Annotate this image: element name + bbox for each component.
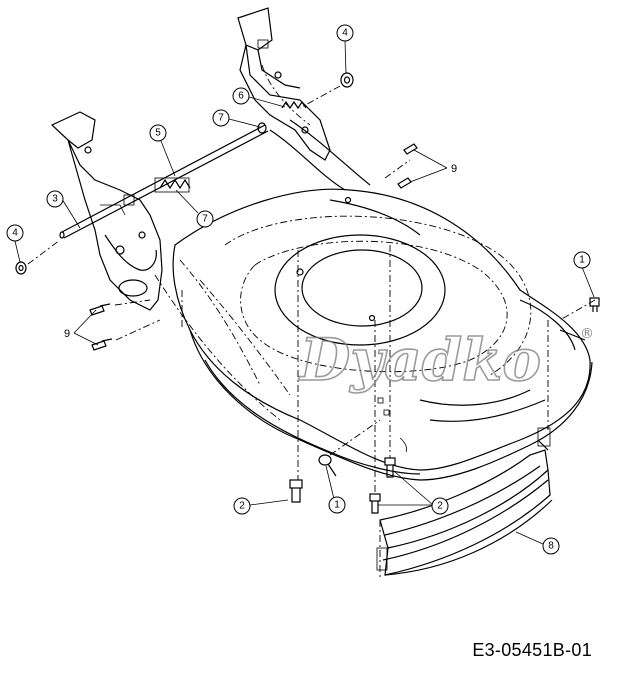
watermark: Dyadko ® [297, 325, 594, 395]
callout-5: 5 [149, 124, 167, 142]
callout-label: 7 [218, 113, 224, 124]
callout-7-bottom: 7 [196, 210, 214, 228]
callout-label: 5 [155, 128, 161, 139]
leader-lines [14, 40, 595, 545]
right-handle-bracket [237, 7, 331, 161]
screw-1-right [589, 297, 600, 312]
callout-2-right: 2 [431, 497, 449, 515]
screw-1-bottom [318, 454, 337, 477]
label-9-right: 9 [451, 163, 457, 175]
washer-4-right [340, 72, 354, 88]
callout-label: 8 [548, 541, 554, 552]
callout-label: 4 [342, 28, 348, 39]
alignment-lines [27, 85, 596, 578]
left-wheel-bracket [50, 111, 269, 311]
callout-label: 3 [52, 194, 58, 205]
callout-label: 6 [238, 91, 244, 102]
rear-deflector [376, 427, 553, 576]
callout-3: 3 [46, 190, 64, 208]
callout-label: 2 [437, 501, 443, 512]
callout-1-bottom: 1 [328, 496, 346, 514]
callout-2-left: 2 [233, 497, 251, 515]
callout-7-top: 7 [212, 109, 230, 127]
callout-1-right: 1 [573, 251, 591, 269]
callout-label: 2 [239, 501, 245, 512]
screws-9-left [89, 303, 113, 351]
washer-4-left [15, 261, 27, 275]
callout-label: 4 [12, 228, 18, 239]
callout-label: 1 [579, 255, 585, 266]
label-9-left: 9 [64, 328, 70, 340]
document-code: E3-05451B-01 [472, 640, 592, 660]
callout-label: 7 [202, 214, 208, 225]
callout-4-left: 4 [6, 224, 24, 242]
callout-4-top: 4 [336, 24, 354, 42]
watermark-registered-mark: ® [580, 326, 594, 342]
callout-label: 1 [334, 500, 340, 511]
callout-6: 6 [232, 87, 250, 105]
screws-2-bottom [289, 457, 396, 514]
screws-9-right [397, 143, 418, 189]
callout-8: 8 [542, 537, 560, 555]
watermark-text: Dyadko [298, 326, 541, 394]
mower-deck [154, 119, 593, 481]
